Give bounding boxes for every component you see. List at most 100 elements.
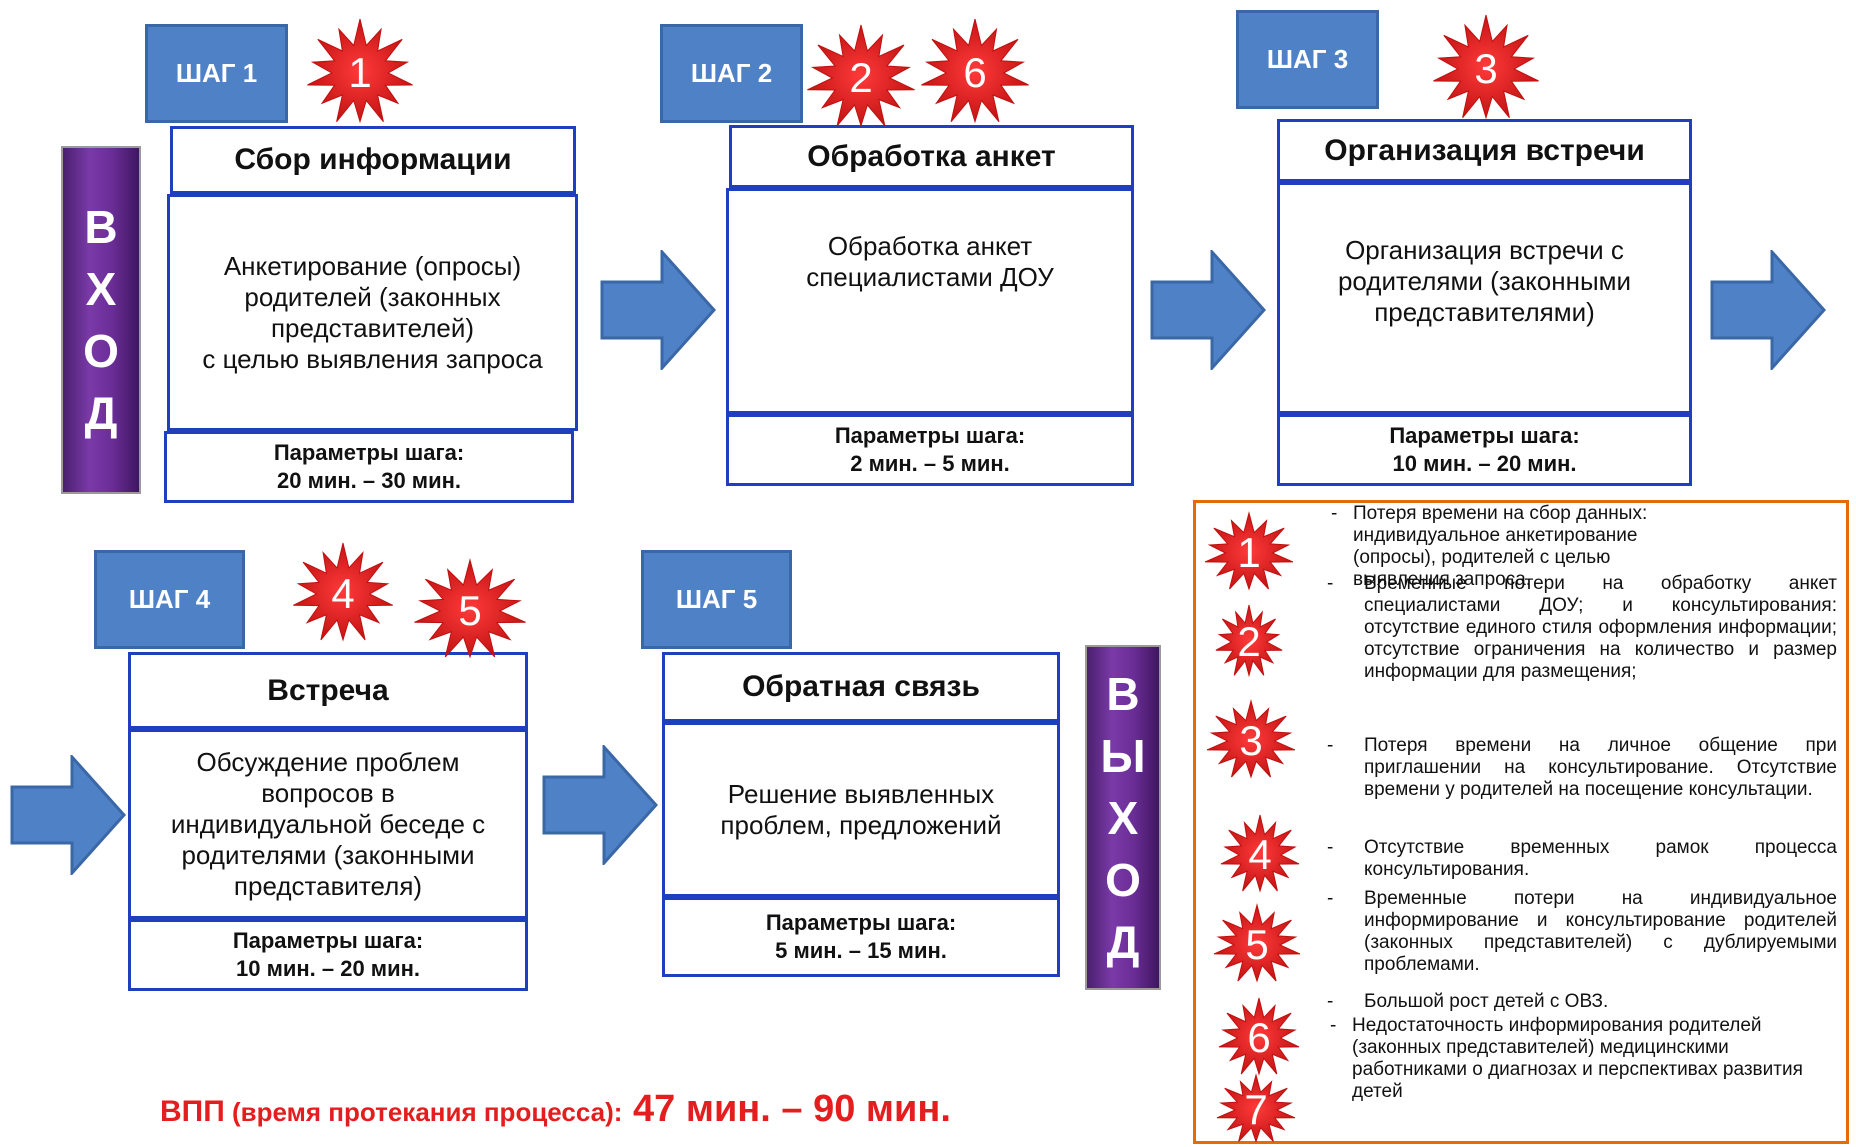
star-badge-icon: 6 [918,17,1032,129]
legend-item: - Отсутствие временных рамок процесса ко… [1327,837,1837,881]
exit-letter: Ы [1100,729,1146,782]
step-2-line: специалистами ДОУ [806,262,1054,292]
step-3-line: Организация встречи с [1345,235,1624,265]
exit-label: В Ы Х О Д [1085,645,1161,990]
step-5-params: Параметры шага: 5 мин. – 15 мин. [662,897,1060,977]
step-1-tab: ШАГ 1 [145,24,288,123]
legend-item: - Временные потери на индивидуальное инф… [1327,888,1837,976]
star-number: 7 [1244,1086,1268,1133]
step-3-line: представителями) [1374,297,1595,327]
star-number: 5 [1245,921,1269,968]
exit-letter: Д [1106,915,1140,968]
step-3-description: Организация встречи с родителями (законн… [1324,235,1645,328]
star-number: 1 [348,49,372,96]
step-3-title: Организация встречи [1277,119,1692,182]
entry-letter: В [84,201,118,253]
legend-item: - Временные потери на обработку анкет сп… [1327,573,1837,683]
step-4-params: Параметры шага: 10 мин. – 20 мин. [128,919,528,991]
step-1-title: Сбор информации [170,126,576,194]
step-4-line: родителями (законными [181,839,475,870]
step-4-tab: ШАГ 4 [94,550,245,649]
legend-item-text: Большой рост детей с ОВЗ. [1364,991,1609,1012]
star-badge-icon: 2 [804,23,918,133]
step-4-line: индивидуальной беседе с [170,808,486,839]
step-4-line: вопросов в [261,777,395,808]
star-number: 1 [1237,529,1261,576]
step-1-line: родителей (законных [244,281,501,312]
arrow-right-icon [10,755,126,875]
exit-letter: В [1106,667,1140,720]
star-badge-icon: 3 [1204,699,1298,783]
step-1-params: Параметры шага: 20 мин. – 30 мин. [164,431,574,503]
step-1-body: Анкетирование (опросы) родителей (законн… [167,194,578,431]
legend-item-text: Отсутствие временных рамок процесса конс… [1364,837,1837,880]
step-1-line: представителей) [270,312,475,343]
entry-letter: Х [85,263,117,315]
legend-dash: - [1327,991,1334,1012]
step-1-description: Анкетирование (опросы) родителей (законн… [188,251,556,375]
star-badge-icon: 5 [411,558,529,664]
step-2-params: Параметры шага: 2 мин. – 5 мин. [726,414,1134,486]
legend-dash: - [1327,837,1334,858]
star-badge-icon: 1 [1202,511,1296,595]
step-1-line: Анкетирование (опросы) [223,250,522,281]
arrow-right-icon [1710,250,1826,370]
step-4-body: Обсуждение проблем вопросов в индивидуал… [128,729,528,919]
star-number: 3 [1239,717,1263,764]
star-number: 2 [1237,618,1261,665]
process-time: ВПП (время протекания процесса): 47 мин.… [160,1088,951,1131]
star-number: 4 [1248,831,1272,878]
legend-item: - Большой рост детей с ОВЗ. [1327,991,1837,1013]
star-badge-icon: 2 [1213,603,1285,681]
step-3-tab: ШАГ 3 [1236,10,1379,109]
star-badge-icon: 4 [1218,813,1302,897]
exit-letter: Х [1107,791,1139,844]
step-4-title: Встреча [128,652,528,729]
legend-panel: 1 2 3 4 5 6 7 - Потеря времени на сбор д… [1193,500,1849,1144]
step-3-line: родителями (законными [1337,266,1632,296]
step-5-description: Решение выявленных проблем, предложений [706,779,1015,841]
params-value: 5 мин. – 15 мин. [775,938,947,963]
step-1-line: с целью выявления запроса [202,343,543,374]
step-3-params: Параметры шага: 10 мин. – 20 мин. [1277,414,1692,486]
star-badge-icon: 6 [1216,996,1302,1080]
step-5-tab: ШАГ 5 [641,550,792,649]
star-badge-icon: 5 [1211,903,1303,987]
star-badge-icon: 7 [1214,1073,1298,1147]
entry-label: В Х О Д [61,146,141,494]
legend-item: - Недостаточность информирования родител… [1330,1015,1830,1103]
step-2-title: Обработка анкет [729,125,1134,188]
star-badge-icon: 1 [304,17,416,129]
params-value: 10 мин. – 20 мин. [1392,451,1577,476]
legend-item: - Потеря времени на личное общение при п… [1327,735,1837,801]
params-value: 10 мин. – 20 мин. [235,956,421,981]
star-number: 5 [458,587,482,634]
step-2-tab: ШАГ 2 [660,24,803,123]
star-badge-icon: 3 [1430,13,1542,125]
legend-item-text: Временные потери на обработку анкет спец… [1364,573,1837,682]
step-5-title: Обратная связь [662,652,1060,722]
star-number: 6 [963,49,987,96]
legend-item-text: Временные потери на индивидуальное инфор… [1364,888,1837,975]
legend-dash: - [1327,573,1334,594]
legend-dash: - [1327,735,1334,756]
star-number: 3 [1474,45,1498,92]
step-3-body: Организация встречи с родителями (законн… [1277,182,1692,414]
params-value: 20 мин. – 30 мин. [276,468,462,493]
legend-dash: - [1327,888,1334,909]
step-5-line: Решение выявленных [727,778,995,809]
star-badge-icon: 4 [290,541,396,647]
star-number: 2 [849,54,873,101]
step-5-body: Решение выявленных проблем, предложений [662,722,1060,897]
params-label: Параметры шага: [834,423,1026,448]
params-label: Параметры шага: [1389,423,1580,448]
process-time-description: (время протекания процесса): [224,1097,623,1127]
star-number: 4 [331,570,355,617]
params-label: Параметры шага: [232,928,424,953]
process-time-label: ВПП [160,1095,225,1128]
legend-dash: - [1331,503,1338,524]
arrow-right-icon [1150,250,1266,370]
process-time-range: 47 мин. – 90 мин. [622,1088,951,1130]
legend-item-text: Недостаточность информирования родителей… [1352,1015,1803,1102]
step-2-description: Обработка анкет специалистами ДОУ [792,231,1068,293]
